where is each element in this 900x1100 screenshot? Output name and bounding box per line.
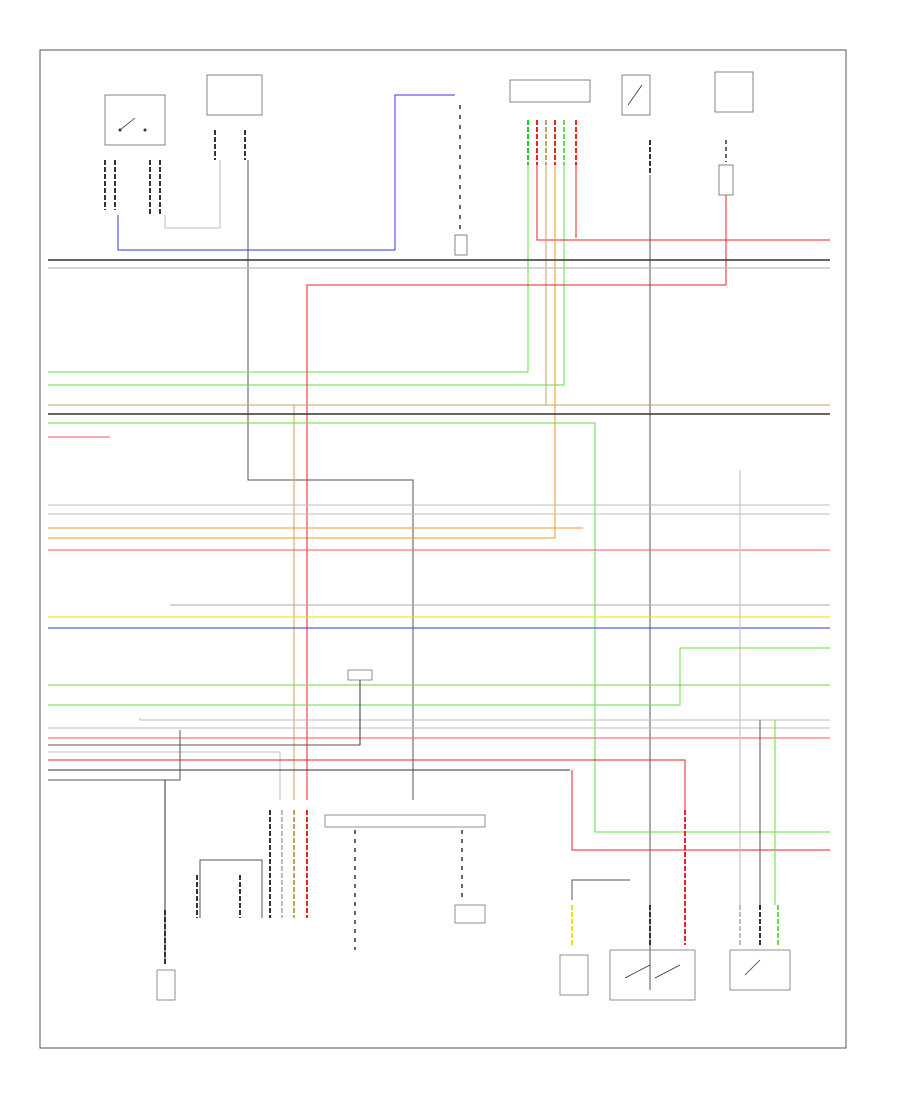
wire-harness [48,94,830,990]
gauges-fuse-left [621,74,651,175]
combination-switch [104,94,166,215]
steering-wheel-connector [206,74,263,160]
instrument-cluster-connector [509,79,591,165]
gauges-fuse-right [714,71,754,196]
fuel-pump [454,105,468,256]
fuel-pump-relay [156,910,176,1001]
park-neutral-position-switch [609,810,696,1001]
engine-coolant-temp-sensor [729,905,791,991]
ecm-connector [196,810,308,918]
starter [559,879,630,996]
fuse-block [324,814,486,950]
vehicle-speed-sensor [347,669,373,745]
diagram-frame [39,49,847,1049]
